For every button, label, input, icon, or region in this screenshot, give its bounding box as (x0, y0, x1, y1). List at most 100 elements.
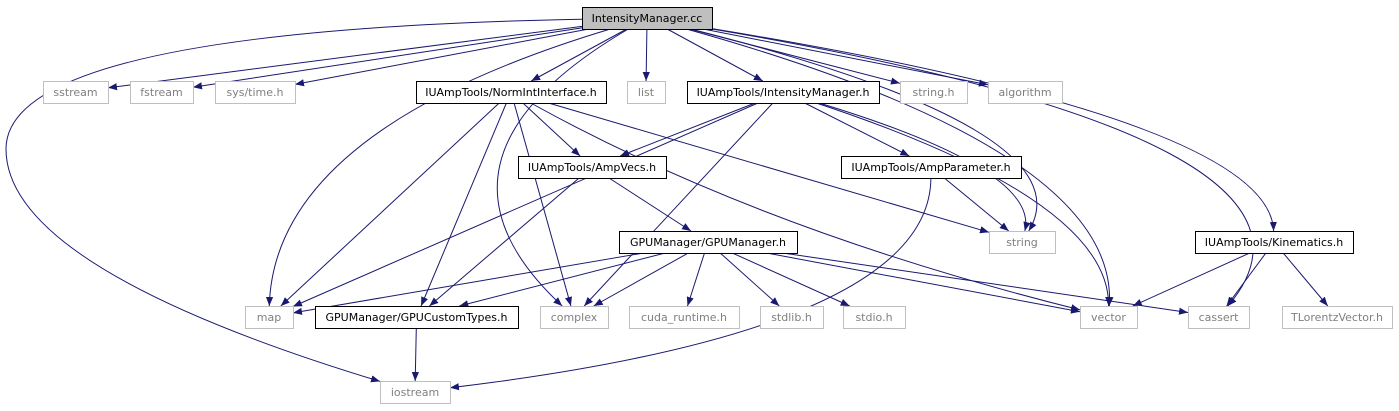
node-box (518, 156, 667, 179)
edge-arrow (943, 177, 1010, 232)
edge-arrow (265, 28, 611, 307)
edge-arrow (593, 252, 689, 307)
node-label: stdlib.h (771, 311, 812, 324)
edge-arrow (619, 102, 756, 157)
node-label: stdio.h (855, 311, 892, 324)
node-box (629, 306, 740, 329)
edge-arrow (782, 252, 1189, 315)
edge-arrow (732, 252, 850, 307)
node-box (540, 306, 609, 329)
node-box (43, 81, 109, 104)
edge-gpu-manager-h-to-map (292, 252, 644, 315)
node-amp-parameter-h[interactable]: IUAmpTools/AmpParameter.h (841, 156, 1022, 179)
edge-kinematics-h-to-vector (1132, 252, 1250, 307)
edge-gpu-custom-types-h-to-iostream (411, 327, 419, 382)
edge-arrow (1282, 252, 1329, 307)
edge-norm-int-interface-h-to-string (548, 102, 990, 234)
node-cassert: cassert (1188, 306, 1250, 329)
edge-arrow (642, 28, 650, 82)
node-label: GPUManager/GPUManager.h (630, 236, 786, 249)
edge-arrow (583, 102, 774, 307)
node-cuda-runtime-h: cuda_runtime.h (629, 306, 740, 329)
node-gpu-manager-h[interactable]: GPUManager/GPUManager.h (619, 231, 798, 254)
edge-intensity-manager-cc-to-sstream (107, 25, 583, 91)
edge-gpu-manager-h-to-gpu-custom-types-h (459, 252, 666, 308)
edge-norm-int-interface-h-to-amp-vecs-h (522, 102, 581, 157)
edge-intensity-manager-cc-to-map (265, 28, 611, 307)
edge-arrow (530, 102, 1081, 312)
edge-arrow (522, 102, 581, 157)
node-box (315, 306, 519, 329)
edge-arrow (429, 177, 580, 307)
edge-arrow (449, 177, 932, 391)
edge-arrow (711, 28, 1277, 232)
node-amp-vecs-h[interactable]: IUAmpTools/AmpVecs.h (518, 156, 667, 179)
node-box (627, 81, 666, 104)
edge-kinematics-h-to-cassert (1226, 252, 1267, 307)
node-box (1080, 306, 1138, 329)
edge-arrow (5, 18, 583, 383)
node-box (215, 81, 296, 104)
node-sys-time-h: sys/time.h (215, 81, 296, 104)
edge-intensity-manager-cc-to-cassert (711, 28, 1254, 307)
node-string: string (989, 231, 1056, 254)
node-box (843, 306, 906, 329)
edge-arrow (608, 177, 692, 232)
node-stdio-h: stdio.h (843, 306, 906, 329)
edge-intensity-manager-cc-to-fstream (192, 27, 583, 90)
node-box (988, 81, 1063, 104)
edge-amp-vecs-h-to-gpu-manager-h (608, 177, 692, 232)
node-kinematics-h[interactable]: IUAmpTools/Kinematics.h (1195, 231, 1354, 254)
node-label: IntensityManager.cc (592, 12, 703, 25)
edge-intensity-manager-h-to-map (292, 102, 759, 307)
edge-gpu-manager-h-to-stdlib-h (719, 252, 780, 307)
node-algorithm: algorithm (988, 81, 1063, 104)
edge-layer (5, 18, 1329, 391)
node-box (1188, 306, 1250, 329)
edge-intensity-manager-cc-to-sys-time-h (294, 28, 589, 87)
node-box (989, 231, 1056, 254)
node-label: complex (551, 311, 598, 324)
node-label: sys/time.h (227, 86, 284, 99)
node-fstream: fstream (130, 81, 194, 104)
node-label: string (1006, 236, 1038, 249)
edge-arrow (192, 27, 583, 90)
edge-arrow (690, 28, 1038, 232)
node-box (416, 81, 607, 104)
edge-kinematics-h-to-tlorentz-vector-h (1282, 252, 1329, 307)
edge-arrow (459, 252, 666, 308)
edge-amp-vecs-h-to-gpu-custom-types-h (429, 177, 580, 307)
node-tlorentz-vector-h: TLorentzVector.h (1282, 306, 1393, 329)
edge-amp-parameter-h-to-iostream (449, 177, 932, 391)
node-norm-int-interface-h[interactable]: IUAmpTools/NormIntInterface.h (416, 81, 607, 104)
node-label: vector (1091, 311, 1126, 324)
node-intensity-manager-cc: IntensityManager.cc (582, 7, 713, 30)
node-box (245, 306, 294, 329)
edge-intensity-manager-cc-to-list (642, 28, 650, 82)
node-label: IUAmpTools/AmpVecs.h (528, 161, 656, 174)
edge-intensity-manager-h-to-complex (583, 102, 774, 307)
node-label: map (257, 311, 281, 324)
edge-arrow (1132, 252, 1250, 307)
node-box (380, 381, 451, 404)
node-label: string.h (912, 86, 954, 99)
edge-gpu-manager-h-to-stdio-h (732, 252, 850, 307)
edge-arrow (816, 102, 1113, 307)
edge-norm-int-interface-h-to-gpu-custom-types-h (420, 102, 507, 307)
edge-norm-int-interface-h-to-map (280, 102, 500, 307)
edge-arrow (420, 102, 507, 307)
node-box (687, 81, 880, 104)
node-label: list (638, 86, 655, 99)
node-label: fstream (140, 86, 182, 99)
node-label: TLorentzVector.h (1290, 311, 1383, 324)
edge-gpu-manager-h-to-cassert (782, 252, 1189, 315)
node-box (619, 231, 798, 254)
edge-arrow (703, 28, 989, 87)
node-intensity-manager-h[interactable]: IUAmpTools/IntensityManager.h (687, 81, 880, 104)
edge-arrow (294, 28, 589, 87)
edge-intensity-manager-cc-to-string (690, 28, 1038, 232)
node-vector: vector (1080, 306, 1138, 329)
edge-arrow (1226, 252, 1267, 307)
edge-arrow (686, 252, 705, 307)
node-gpu-custom-types-h[interactable]: GPUManager/GPUCustomTypes.h (315, 306, 519, 329)
